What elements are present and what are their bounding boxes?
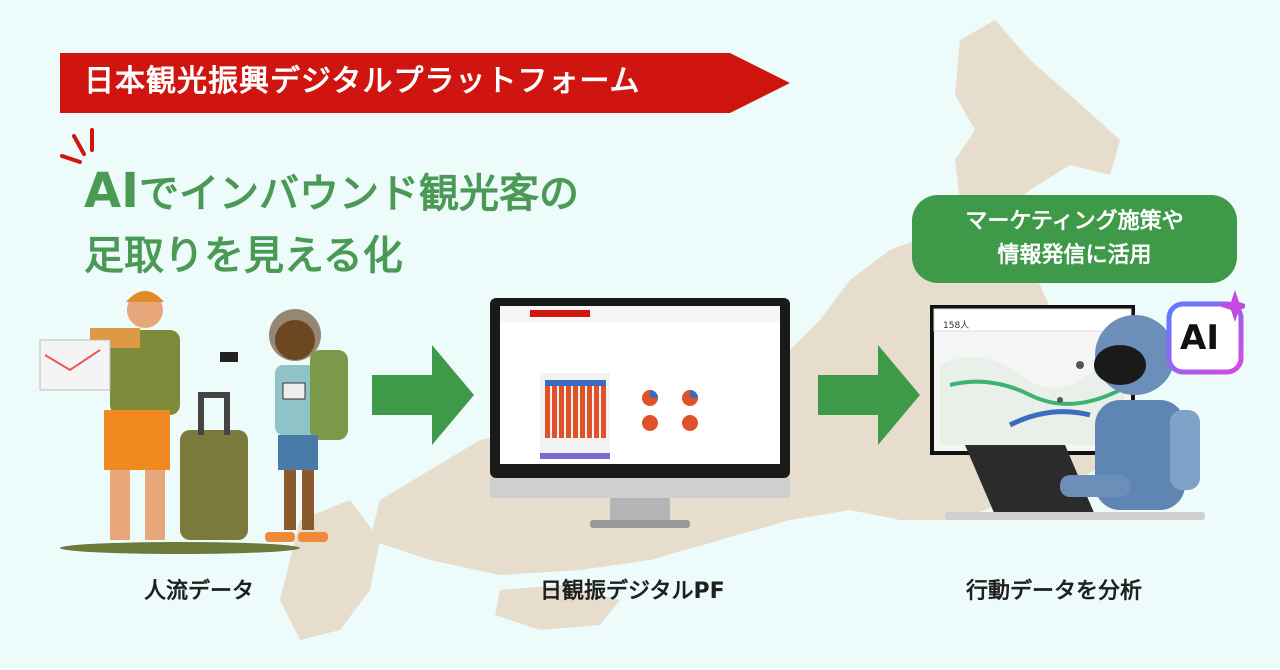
arrow-right-icon-2 [818,345,920,445]
title-banner [60,53,790,113]
headline-line-1-rest: でインバウンド観光客の [139,171,580,217]
headline-line-1: AIでインバウンド観光客の [84,160,579,225]
callout-line-1: マーケティング施策や [965,209,1184,234]
callout-line-2: 情報発信に活用 [997,243,1152,268]
visitor-count: 158人 [943,321,970,331]
emphasis-burst-icon [60,128,94,164]
banner-title: 日本観光振興デジタルプラットフォーム [84,64,641,99]
headline-line-2: 足取りを見える化 [84,233,403,279]
ai-badge-icon [1166,290,1245,375]
headline: AIでインバウンド観光客の 足取りを見える化 [84,160,579,287]
ai-badge-label: AI [1180,318,1219,358]
arrow-right-icon [372,345,474,445]
tourists-illustration [39,291,348,554]
headline-ai: AI [84,163,140,219]
caption-digital-pf: 日観振デジタルPF [540,579,725,604]
caption-people-flow: 人流データ [144,579,255,604]
suitcase-icon [180,430,248,540]
callout-bubble: マーケティング施策や 情報発信に活用 [912,195,1237,283]
dashboard-monitor [490,298,790,528]
caption-behavior-analysis: 行動データを分析 [966,579,1143,604]
ai-robot-illustration [945,315,1205,520]
